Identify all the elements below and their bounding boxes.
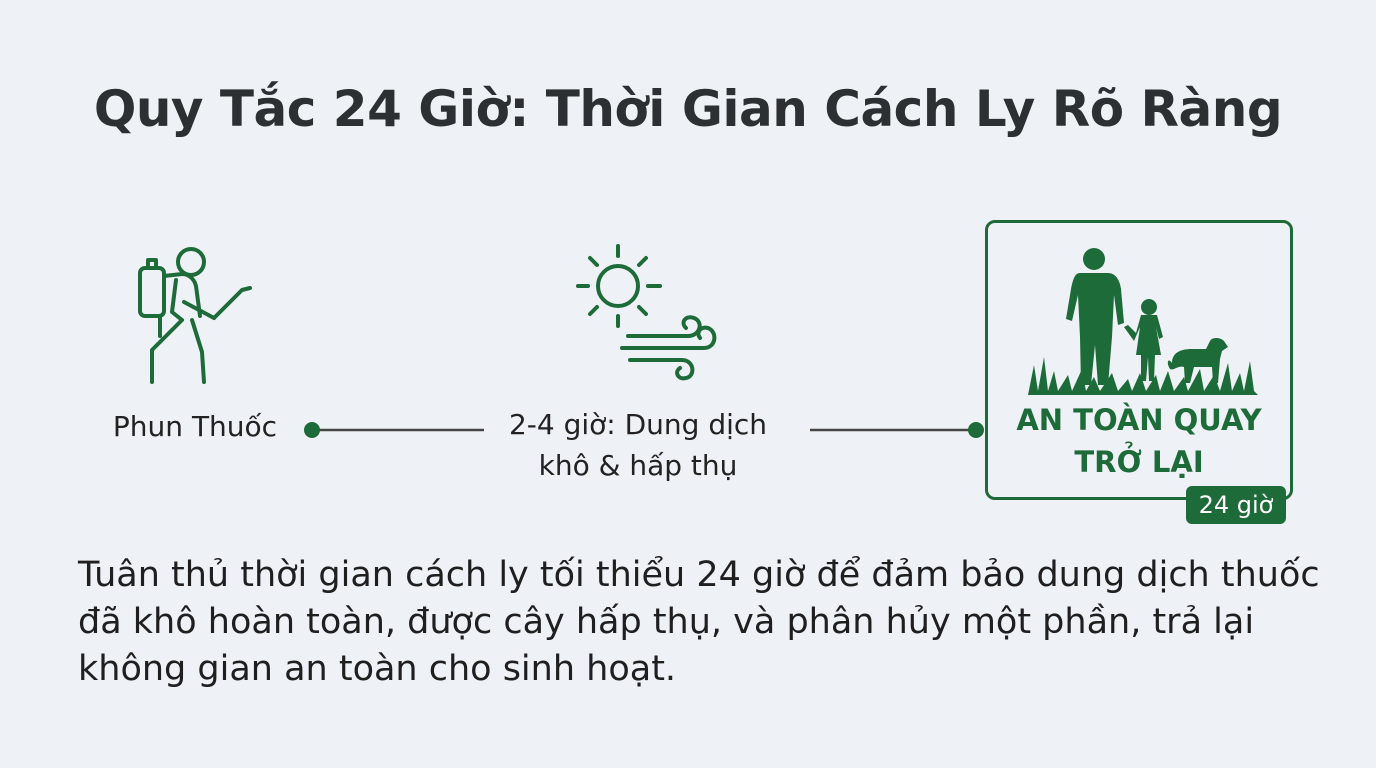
step-dry-label: 2-4 giờ: Dung dịch khô & hấp thụ (478, 404, 798, 486)
sprayer-person-icon (138, 247, 252, 384)
sun-wind-icon (576, 244, 717, 381)
description-text: Tuân thủ thời gian cách ly tối thiểu 24 … (78, 555, 1320, 689)
safe-return-line2: TRỞ LẠI (1074, 445, 1204, 479)
duration-badge: 24 giờ (1186, 486, 1286, 524)
safe-return-label: AN TOÀN QUAY TRỞ LẠI (988, 399, 1290, 483)
family-dog-grass-icon (1028, 248, 1258, 395)
step-dry-label-line2: khô & hấp thụ (538, 449, 738, 482)
page-title: Quy Tắc 24 Giờ: Thời Gian Cách Ly Rõ Ràn… (93, 80, 1283, 138)
timeline-dot-start (304, 422, 320, 438)
safe-return-line1: AN TOÀN QUAY (1016, 403, 1262, 437)
step-spray-label: Phun Thuốc (112, 410, 278, 443)
step-dry-label-line1: 2-4 giờ: Dung dịch (508, 408, 768, 441)
timeline-dot-end (968, 422, 984, 438)
safe-return-card: AN TOÀN QUAY TRỞ LẠI (985, 220, 1293, 500)
